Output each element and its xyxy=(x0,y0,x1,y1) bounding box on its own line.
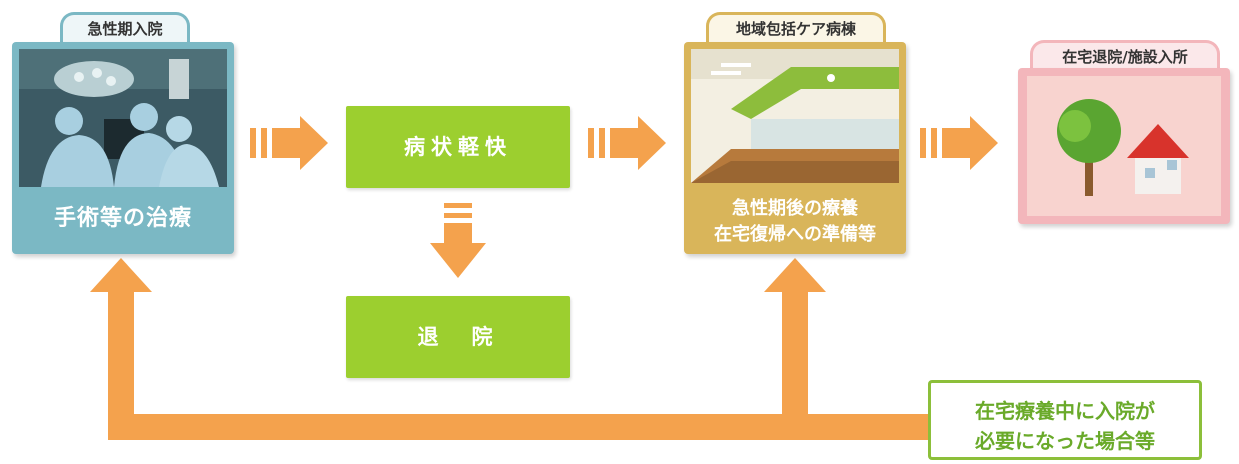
improve-box: 病状軽快 xyxy=(346,106,570,188)
readmit-box: 在宅療養中に入院が 必要になった場合等 xyxy=(928,380,1202,460)
tree-icon xyxy=(1057,99,1121,196)
acute-panel: 手術等の治療 xyxy=(12,42,234,254)
house-icon xyxy=(1127,124,1189,194)
readmit-line2: 必要になった場合等 xyxy=(975,429,1155,453)
flow-arrow-1 xyxy=(250,116,328,170)
community-line1: 急性期後の療養 xyxy=(732,198,858,219)
home-illustration xyxy=(1027,76,1221,216)
ward-photo xyxy=(691,49,899,183)
readmit-line1: 在宅療養中に入院が xyxy=(975,399,1155,423)
surgery-photo xyxy=(19,49,227,187)
flow-arrow-down xyxy=(430,203,486,278)
return-arrow-mid-head xyxy=(764,258,826,292)
acute-label: 手術等の治療 xyxy=(53,206,192,231)
discharge-box: 退 院 xyxy=(346,296,570,378)
return-arrow-left-shaft xyxy=(108,290,134,440)
flow-arrow-2 xyxy=(588,116,666,170)
community-tab: 地域包括ケア病棟 xyxy=(706,12,886,45)
community-line2: 在宅復帰への準備等 xyxy=(714,224,876,245)
return-arrow-bar xyxy=(108,414,934,440)
acute-tab: 急性期入院 xyxy=(60,12,190,45)
return-arrow-left-head xyxy=(90,258,152,292)
home-tab: 在宅退院/施設入所 xyxy=(1030,40,1220,71)
return-arrow-mid-shaft xyxy=(782,290,808,416)
flow-arrow-3 xyxy=(920,116,998,170)
home-panel xyxy=(1018,68,1230,224)
community-panel: 急性期後の療養 在宅復帰への準備等 xyxy=(684,42,906,254)
